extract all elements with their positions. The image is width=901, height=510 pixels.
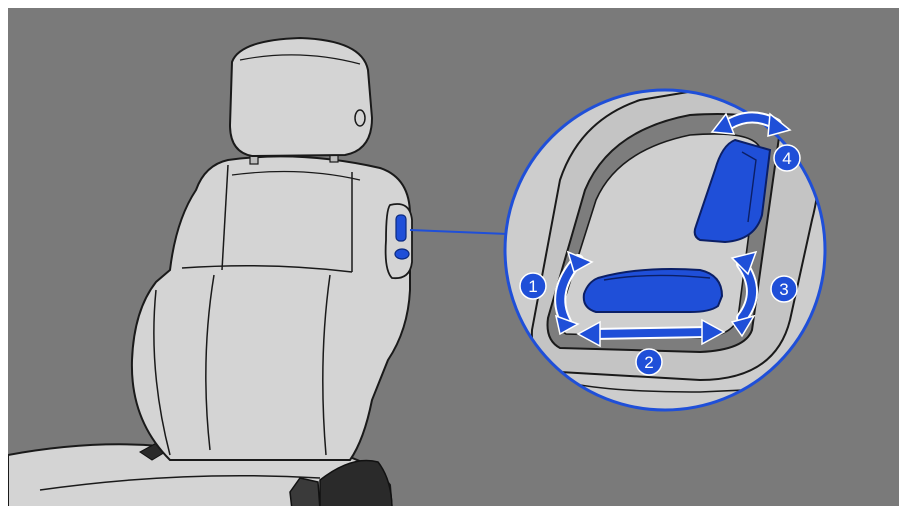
callout-number-3: 3	[779, 280, 788, 299]
callout-badge-3: 3	[771, 276, 797, 302]
callout-badge-1: 1	[520, 273, 546, 299]
callout-badge-4: 4	[774, 145, 800, 171]
headrest-button	[355, 110, 365, 126]
callout-number-4: 4	[782, 149, 791, 168]
headrest	[230, 38, 372, 156]
callout-number-2: 2	[644, 353, 653, 372]
callout-badge-2: 2	[636, 349, 662, 375]
side-control-switch-lower	[395, 249, 409, 259]
side-control-switch-upper	[396, 215, 406, 241]
callout-number-1: 1	[528, 277, 537, 296]
